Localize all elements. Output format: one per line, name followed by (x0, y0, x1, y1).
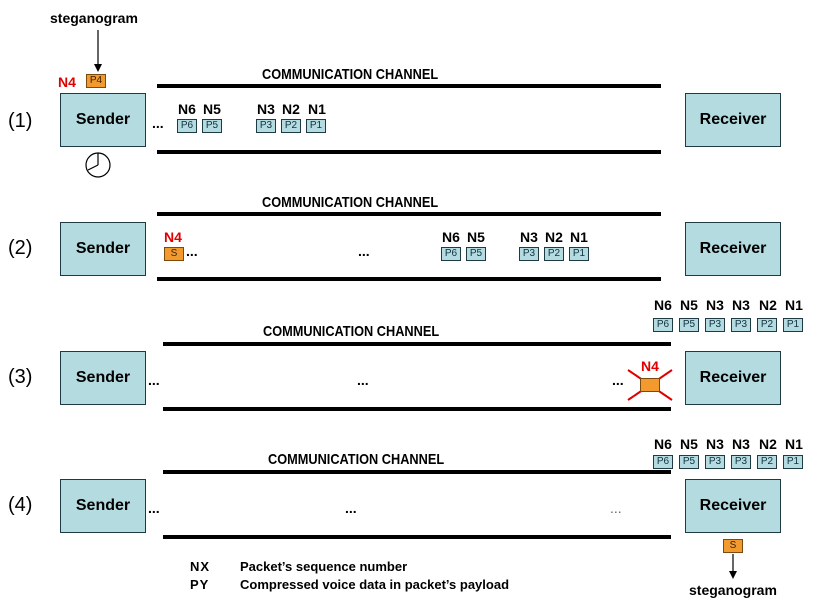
ellipsis: ... (358, 243, 370, 259)
voice-packet: P5 (679, 455, 699, 469)
row-number: (2) (8, 237, 33, 259)
sender-box: Sender (60, 479, 146, 533)
seq-label: N1 (785, 297, 803, 313)
ellipsis: ... (152, 115, 164, 131)
seq-label: N6 (654, 297, 672, 313)
arrow-top-head (94, 64, 102, 72)
voice-packet: P6 (653, 318, 673, 332)
stego-packet: S (723, 539, 743, 553)
ellipsis: ... (148, 500, 160, 516)
stego-seq-label: N4 (164, 229, 182, 245)
voice-packet: P3 (519, 247, 539, 261)
voice-packet: P3 (705, 318, 725, 332)
voice-packet: P2 (544, 247, 564, 261)
legend-key: PY (190, 577, 210, 592)
channel-line-bottom (163, 407, 671, 411)
voice-packet: P3 (731, 455, 751, 469)
legend-desc: Compressed voice data in packet’s payloa… (240, 577, 510, 592)
voice-packet: P6 (653, 455, 673, 469)
ellipsis: ... (186, 243, 198, 259)
legend-desc: Packet’s sequence number (240, 559, 408, 574)
seq-label: N1 (308, 101, 326, 117)
arrow-bottom-head (729, 571, 737, 579)
seq-label: N5 (680, 297, 698, 313)
seq-label: N6 (654, 436, 672, 452)
receiver-box: Receiver (685, 479, 781, 533)
stego-seq-label: N4 (58, 74, 76, 90)
channel-label: COMMUNICATION CHANNEL (262, 194, 439, 211)
row-number: (1) (8, 110, 33, 132)
voice-packet: P2 (757, 455, 777, 469)
voice-packet: P1 (306, 119, 326, 133)
seq-label: N1 (570, 229, 588, 245)
voice-packet: P1 (783, 455, 803, 469)
channel-line-top (163, 342, 671, 346)
voice-packet: P3 (731, 318, 751, 332)
receiver-box: Receiver (685, 351, 781, 405)
voice-packet: P3 (705, 455, 725, 469)
ellipsis: ... (610, 500, 622, 516)
row-number: (4) (8, 494, 33, 516)
ellipsis: ... (357, 372, 369, 388)
seq-label: N3 (520, 229, 538, 245)
channel-line-top (157, 84, 661, 88)
seq-label: N2 (282, 101, 300, 117)
seq-label: N3 (732, 297, 750, 313)
stego-packet: S (164, 247, 184, 261)
seq-label: N3 (732, 436, 750, 452)
channel-line-top (163, 470, 671, 474)
channel-line-bottom (157, 277, 661, 281)
steganogram-label-bottom: steganogram (689, 582, 777, 598)
voice-packet: P2 (281, 119, 301, 133)
sender-box: Sender (60, 93, 146, 147)
steganogram-label-top: steganogram (50, 10, 138, 26)
voice-packet: P6 (441, 247, 461, 261)
stego-packet: P4 (86, 74, 106, 88)
seq-label: N5 (467, 229, 485, 245)
seq-label: N6 (442, 229, 460, 245)
stego-packet (640, 378, 660, 392)
seq-label: N2 (759, 297, 777, 313)
seq-label: N1 (785, 436, 803, 452)
seq-label: N2 (759, 436, 777, 452)
row-number: (3) (8, 366, 33, 388)
ellipsis: ... (148, 372, 160, 388)
seq-label: N5 (203, 101, 221, 117)
voice-packet: P3 (256, 119, 276, 133)
clock-icon (85, 152, 111, 178)
ellipsis: ... (345, 500, 357, 516)
seq-label: N2 (545, 229, 563, 245)
seq-label: N3 (706, 436, 724, 452)
receiver-box: Receiver (685, 93, 781, 147)
channel-line-top (157, 212, 661, 216)
legend-key: NX (190, 559, 211, 574)
channel-label: COMMUNICATION CHANNEL (263, 323, 440, 340)
channel-line-bottom (157, 150, 661, 154)
ellipsis: ... (612, 372, 624, 388)
voice-packet: P1 (569, 247, 589, 261)
voice-packet: P5 (679, 318, 699, 332)
voice-packet: P2 (757, 318, 777, 332)
voice-packet: P6 (177, 119, 197, 133)
channel-line-bottom (163, 535, 671, 539)
voice-packet: P5 (202, 119, 222, 133)
seq-label: N3 (706, 297, 724, 313)
voice-packet: P1 (783, 318, 803, 332)
voice-packet: P5 (466, 247, 486, 261)
sender-box: Sender (60, 222, 146, 276)
seq-label: N6 (178, 101, 196, 117)
seq-label: N3 (257, 101, 275, 117)
receiver-box: Receiver (685, 222, 781, 276)
seq-label: N5 (680, 436, 698, 452)
channel-label: COMMUNICATION CHANNEL (262, 66, 439, 83)
stego-seq-label: N4 (641, 358, 659, 374)
sender-box: Sender (60, 351, 146, 405)
channel-label: COMMUNICATION CHANNEL (268, 451, 445, 468)
